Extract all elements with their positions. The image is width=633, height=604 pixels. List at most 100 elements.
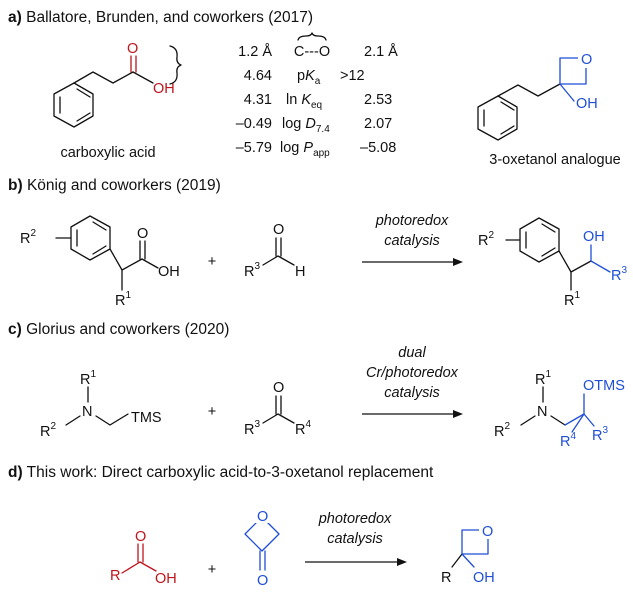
c-oh-bond — [141, 258, 159, 269]
r-group: R — [441, 570, 451, 586]
r3-bond — [262, 413, 279, 424]
amino-alcohol-product-structure: R1 N R2 OTMS R4 R3 — [494, 369, 625, 450]
oxetanol-value: 2.1 Å — [364, 43, 398, 60]
aldehyde-hydrogen: H — [295, 264, 305, 280]
r4-label: R4 — [295, 419, 311, 438]
r3-label: R3 — [592, 425, 608, 444]
property-name: log D7.4 — [282, 116, 330, 135]
r2-label: R2 — [40, 421, 56, 440]
ring-double-bond — [92, 221, 107, 231]
nitrogen-atom: N — [537, 404, 547, 420]
property-name: C---O — [294, 44, 330, 60]
r-c-bond — [451, 553, 463, 568]
r1-label: R1 — [80, 369, 96, 388]
r3-label: R3 — [244, 419, 260, 438]
product-hydroxyl: OH — [473, 570, 495, 586]
oxetanol-analogue-structure: O OH — [477, 50, 598, 141]
oxetanol-value: >12 — [340, 68, 365, 84]
arrow-head — [453, 258, 463, 266]
arrow-condition: catalysis — [384, 385, 440, 401]
r3-label: R3 — [244, 261, 260, 280]
acid-value: –5.79 — [236, 140, 272, 156]
property-row-pka: 4.64 pKa >12 — [244, 68, 365, 87]
oxygen-mask — [254, 506, 270, 523]
r3-label: R3 — [611, 265, 627, 284]
aldehyde-structure: R3 O H — [244, 222, 305, 280]
r2-label: R2 — [494, 421, 510, 440]
property-row-distance: 1.2 Å C---O 2.1 Å — [238, 32, 398, 60]
acid-value: 4.31 — [244, 92, 272, 108]
oxetanol-value: 2.53 — [364, 92, 392, 108]
reaction-arrow-d: photoredox catalysis — [305, 511, 407, 566]
arrow-condition: catalysis — [327, 531, 383, 547]
alkyl-chain — [73, 71, 134, 84]
arrow-head — [397, 558, 407, 566]
section-a: a) Ballatore, Brunden, and coworkers (20… — [8, 9, 621, 168]
plus-sign: + — [208, 404, 216, 420]
methylene-bond — [550, 415, 566, 426]
section-a-header: a) Ballatore, Brunden, and coworkers (20… — [8, 9, 313, 26]
ring-double-bond — [76, 112, 91, 122]
arrow-condition: catalysis — [384, 233, 440, 249]
oxetane-oxygen: O — [581, 52, 592, 68]
plus-sign: + — [208, 562, 216, 578]
c-c-bond — [564, 413, 585, 426]
r3-bond — [590, 260, 611, 273]
acid-oxygen: O — [135, 529, 146, 545]
section-c: c) Glorius and coworkers (2020) R1 N R2 … — [8, 321, 625, 450]
acid-hydroxyl: OH — [158, 264, 180, 280]
r2-label: R2 — [478, 230, 494, 249]
r-c-bond — [121, 561, 141, 574]
r-group: R — [110, 568, 120, 584]
methylene-chain — [95, 413, 129, 426]
oxetanone-structure: O O — [244, 506, 280, 589]
otms-group: OTMS — [583, 378, 625, 394]
aldehyde-oxygen: O — [273, 222, 284, 238]
reaction-arrow-c: dual Cr/photoredox catalysis — [362, 345, 463, 418]
oxetanol-value: 2.07 — [364, 116, 392, 132]
acid-value: –0.49 — [236, 116, 272, 132]
property-row-logp: –5.79 log Papp –5.08 — [236, 140, 397, 159]
r4-bond — [277, 413, 295, 424]
acid-value: 4.64 — [244, 68, 272, 84]
c-oh-bond — [139, 561, 157, 572]
arrow-condition: dual — [398, 345, 426, 361]
r3-bond — [583, 413, 595, 427]
section-c-header: c) Glorius and coworkers (2020) — [8, 321, 229, 338]
alkyl-chain — [558, 250, 592, 273]
ring-double-bond — [541, 223, 556, 233]
plus-sign: + — [208, 254, 216, 270]
tms-group: TMS — [131, 410, 162, 426]
carboxylic-acid-structure: O OH — [53, 41, 182, 128]
alkyl-chain — [497, 83, 561, 97]
n-r2-bond — [65, 415, 81, 426]
acid-hydroxyl: OH — [155, 571, 177, 587]
arrow-condition: Cr/photoredox — [366, 365, 459, 381]
carboxylic-acid-caption: carboxylic acid — [60, 145, 155, 161]
arrow-condition: photoredox — [375, 213, 449, 229]
section-d: d) This work: Direct carboxylic acid-to-… — [8, 464, 496, 589]
oxetanol-product-structure: O R OH — [441, 521, 496, 586]
ketone-oxygen: O — [273, 380, 284, 396]
property-row-logd: –0.49 log D7.4 2.07 — [236, 116, 393, 135]
alcohol-product-structure: R2 R1 OH R3 — [478, 217, 627, 309]
r1-label: R1 — [115, 290, 131, 309]
oxetanol-value: –5.08 — [360, 140, 396, 156]
nitrogen-atom: N — [82, 404, 92, 420]
r1-label: R1 — [535, 369, 551, 388]
alkyl-chain — [109, 248, 143, 271]
alpha-silylamine-structure: R1 N R2 TMS — [40, 369, 162, 440]
ring-double-bond — [500, 125, 515, 135]
acid-oxygen: O — [127, 41, 138, 57]
property-name: pKa — [297, 68, 321, 87]
generic-acid-structure: R O OH — [110, 529, 177, 587]
property-table: 1.2 Å C---O 2.1 Å 4.64 pKa >12 4.31 ln K… — [236, 32, 398, 159]
r3-bond — [262, 255, 279, 266]
c-oh-bond — [559, 83, 575, 102]
c-oh-bond — [461, 553, 475, 568]
property-name: ln Keq — [286, 92, 322, 111]
r4-bond — [571, 413, 585, 433]
section-d-header: d) This work: Direct carboxylic acid-to-… — [8, 464, 434, 481]
reaction-arrow-b: photoredox catalysis — [362, 213, 463, 266]
